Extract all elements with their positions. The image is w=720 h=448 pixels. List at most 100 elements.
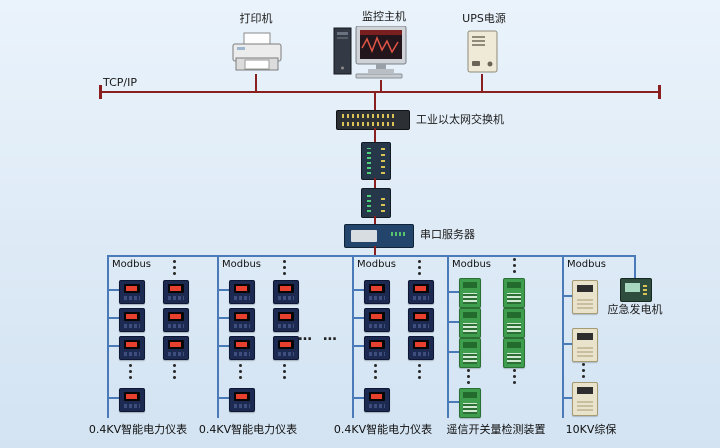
device-connector — [109, 345, 119, 347]
device-connector — [219, 317, 229, 319]
io-module-device — [503, 278, 525, 308]
io-module-device — [459, 278, 481, 308]
modbus-column-1: Modbus — [107, 256, 207, 428]
protection-relay-device — [572, 280, 598, 314]
power-meter-device — [119, 336, 145, 360]
device-connector — [219, 397, 229, 399]
power-meter-device — [229, 280, 255, 304]
continuation-dots: … … — [298, 328, 340, 344]
monitor-host-icon — [332, 25, 410, 84]
ellipsis-dots — [418, 364, 421, 367]
power-meter-device — [273, 308, 299, 332]
device-connector — [219, 289, 229, 291]
modbus-bus-line — [217, 256, 219, 418]
device-connector — [449, 401, 459, 403]
power-meter-device — [119, 308, 145, 332]
modbus-label: Modbus — [112, 259, 151, 270]
modbus-label: Modbus — [357, 259, 396, 270]
ellipsis-dots — [418, 260, 421, 263]
media-converter-device — [361, 142, 391, 180]
io-module-device — [459, 338, 481, 368]
tcpip-left-cap — [99, 85, 102, 99]
backbone-to-switch-line — [374, 93, 376, 110]
protection-relay-device — [572, 382, 598, 416]
device-connector — [219, 345, 229, 347]
device-connector — [354, 345, 364, 347]
column-1-label: 0.4KV智能电力仪表 — [88, 423, 188, 436]
device-connector — [449, 291, 459, 293]
switch-to-converter-line — [374, 128, 376, 142]
emergency-generator-device — [620, 278, 652, 302]
ellipsis-dots — [513, 369, 516, 372]
converter-link-line — [374, 178, 376, 188]
power-meter-device — [229, 336, 255, 360]
modbus-label: Modbus — [452, 259, 491, 270]
modbus-column-3: Modbus — [352, 256, 452, 428]
tcpip-label: TCP/IP — [103, 76, 137, 89]
ups-icon — [462, 30, 504, 78]
device-connector — [564, 397, 572, 399]
tcpip-backbone-line — [100, 91, 660, 93]
io-module-device — [503, 338, 525, 368]
ellipsis-dots — [283, 364, 286, 367]
modbus-column-4: Modbus — [447, 256, 547, 428]
generator-label: 应急发电机 — [607, 303, 663, 316]
distribution-line — [107, 255, 636, 257]
power-meter-device — [364, 336, 390, 360]
power-meter-device — [408, 280, 434, 304]
column-2-label: 0.4KV智能电力仪表 — [198, 423, 298, 436]
power-meter-device — [273, 336, 299, 360]
device-connector — [449, 321, 459, 323]
ethernet-switch-device — [336, 110, 410, 130]
tcpip-right-cap — [658, 85, 661, 99]
media-converter-2-device — [361, 188, 391, 218]
power-meter-device — [408, 308, 434, 332]
column-3-label: 0.4KV智能电力仪表 — [333, 423, 433, 436]
power-meter-device — [364, 280, 390, 304]
device-connector — [564, 343, 572, 345]
power-meter-device — [163, 308, 189, 332]
device-connector — [354, 397, 364, 399]
power-meter-device — [163, 280, 189, 304]
modbus-bus-line — [107, 256, 109, 418]
power-meter-device — [364, 388, 390, 412]
power-meter-device — [119, 388, 145, 412]
power-meter-device — [364, 308, 390, 332]
modbus-column-2: Modbus — [217, 256, 317, 428]
printer-drop-line — [255, 74, 257, 91]
io-module-device — [459, 308, 481, 338]
io-module-device — [503, 308, 525, 338]
ellipsis-dots — [239, 364, 242, 367]
device-connector — [564, 295, 572, 297]
ups-drop-line — [481, 74, 483, 91]
modbus-label: Modbus — [567, 259, 606, 270]
ellipsis-dots — [582, 363, 585, 366]
power-meter-device — [163, 336, 189, 360]
ellipsis-dots — [173, 364, 176, 367]
serial-server-device — [344, 224, 414, 248]
printer-label: 打印机 — [239, 12, 273, 25]
modbus-column-5: Modbus — [562, 256, 662, 428]
power-meter-device — [229, 388, 255, 412]
serial-to-bus-line — [374, 246, 376, 255]
protection-relay-device — [572, 328, 598, 362]
ups-label: UPS电源 — [462, 12, 506, 25]
converter-to-serial-line — [374, 216, 376, 224]
power-meter-device — [273, 280, 299, 304]
modbus-bus-line — [562, 256, 564, 418]
ellipsis-dots — [467, 369, 470, 372]
printer-icon — [228, 32, 286, 78]
ellipsis-dots — [513, 258, 516, 261]
serial-server-label: 串口服务器 — [420, 228, 475, 241]
device-connector — [449, 351, 459, 353]
power-meter-device — [408, 336, 434, 360]
ellipsis-dots — [129, 364, 132, 367]
column-4-label: 遥信开关量检测装置 — [446, 423, 546, 436]
device-connector — [354, 317, 364, 319]
switch-label: 工业以太网交换机 — [416, 113, 504, 126]
power-meter-device — [229, 308, 255, 332]
modbus-bus-line — [352, 256, 354, 418]
modbus-bus-line — [447, 256, 449, 418]
device-connector — [109, 317, 119, 319]
device-connector — [109, 397, 119, 399]
